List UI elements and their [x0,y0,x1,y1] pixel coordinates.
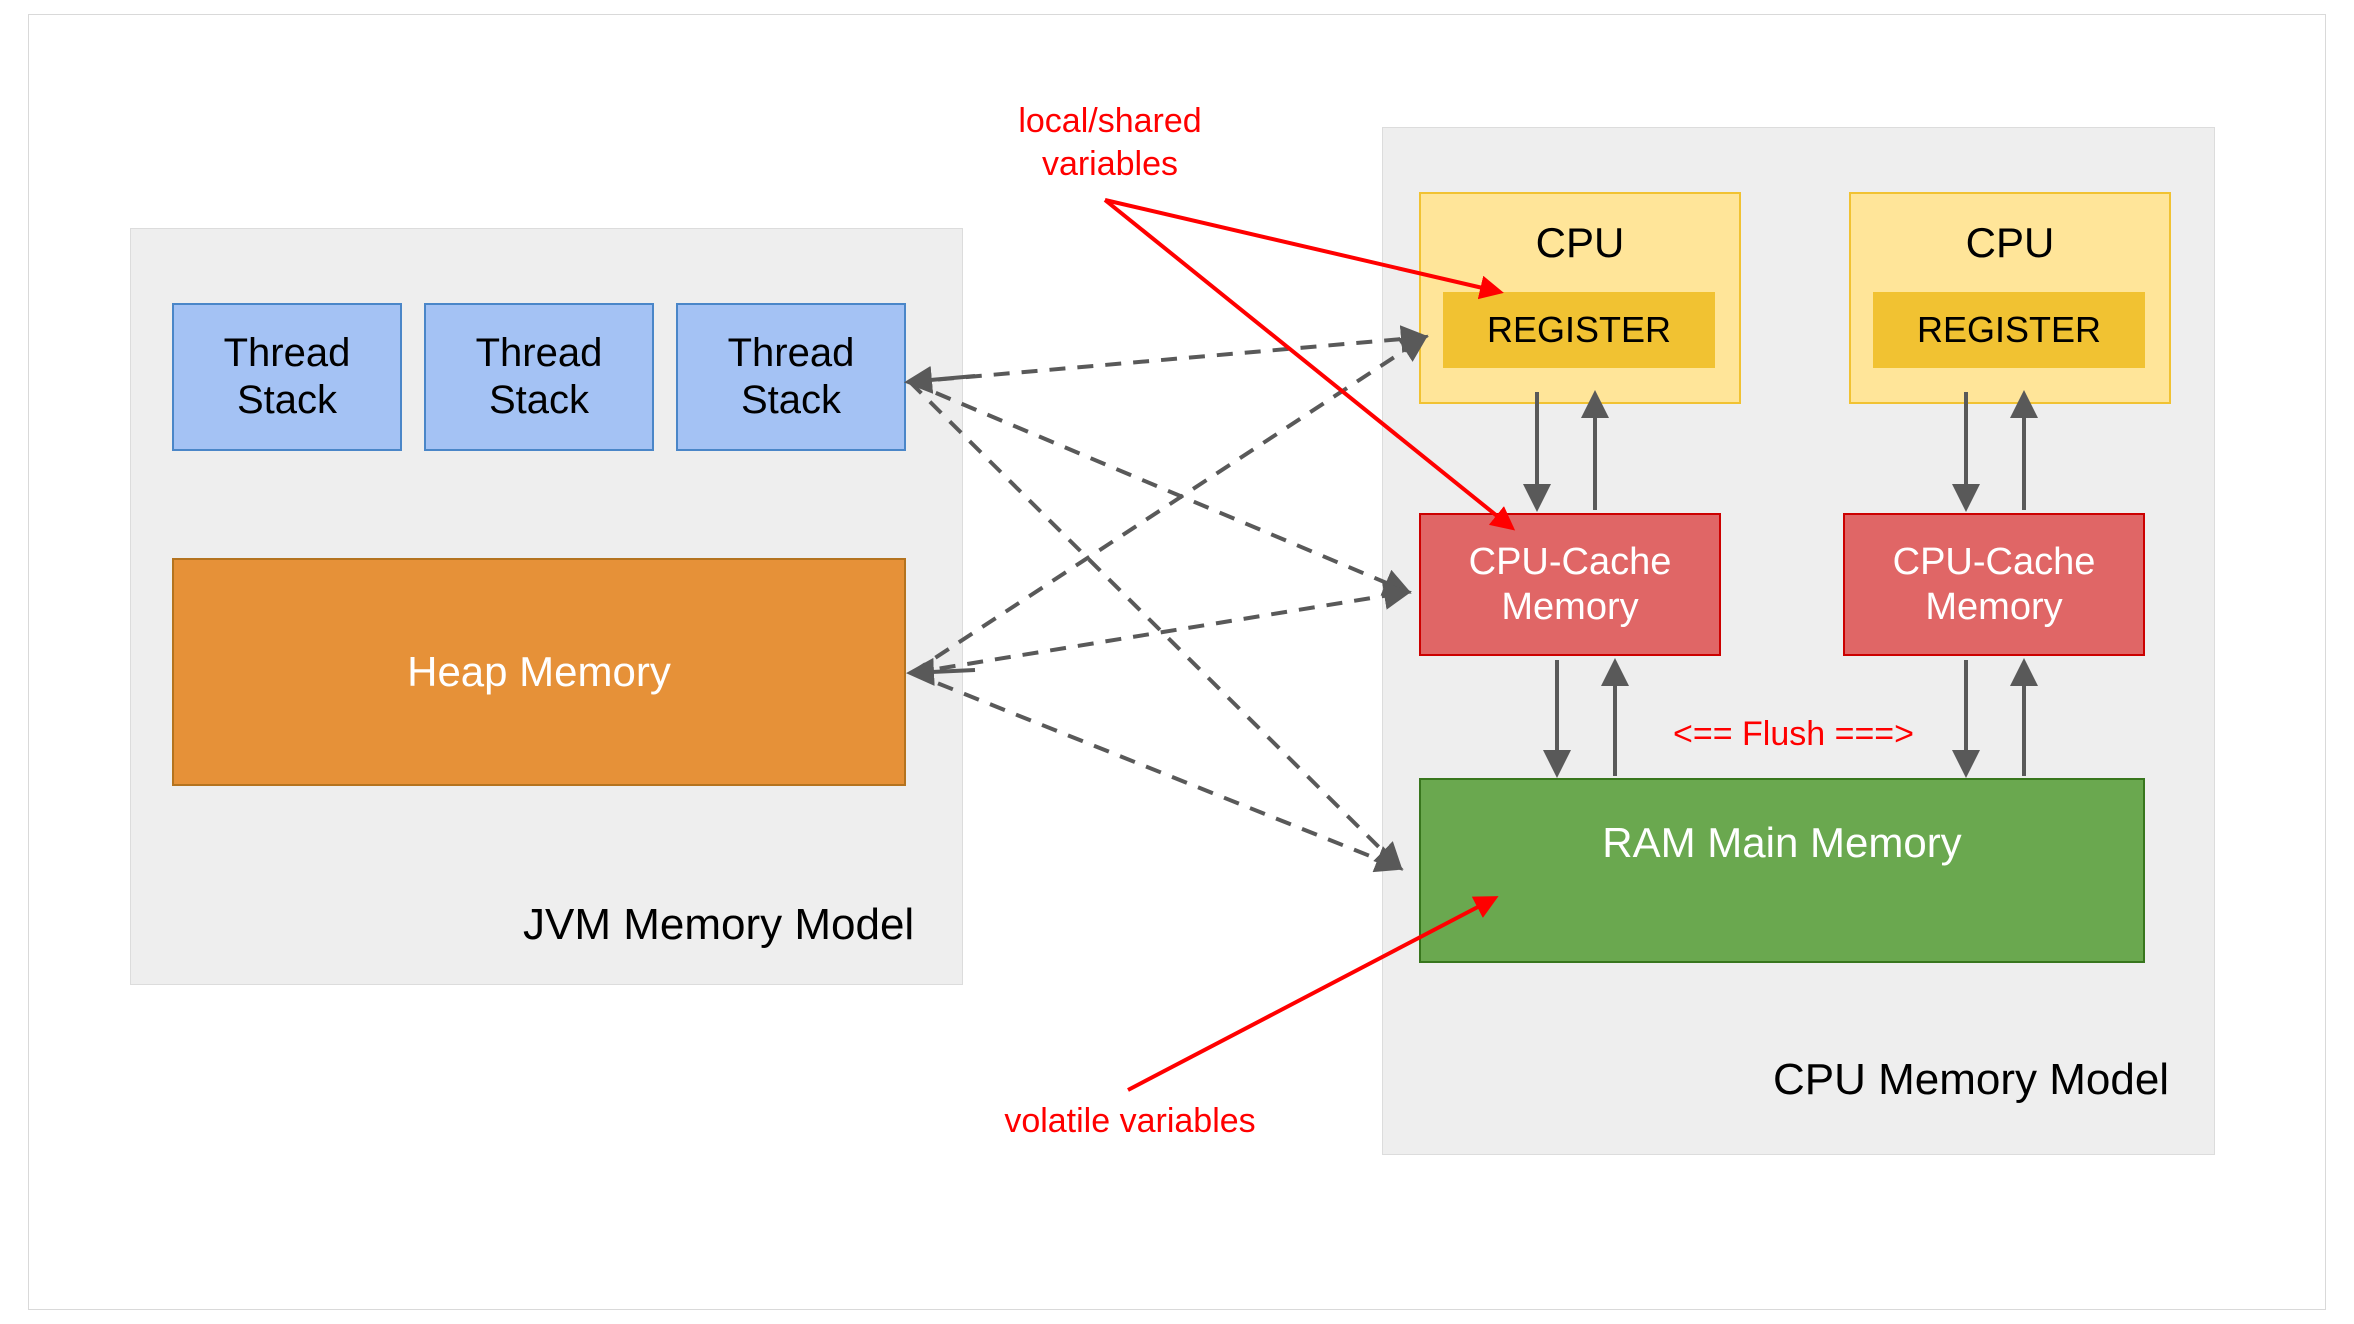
thread-stack-box-1[interactable]: Thread Stack [172,303,402,451]
register-label: REGISTER [1916,308,2102,350]
ram-main-memory-box[interactable]: RAM Main Memory [1419,778,2145,963]
ram-main-memory-label: RAM Main Memory [1602,818,1962,866]
cpu-cache-label: CPU-Cache Memory [1892,540,2096,628]
thread-stack-label: Thread Stack [223,330,351,422]
cpu-memory-model-title: CPU Memory Model [1773,1055,2170,1104]
register-box-1[interactable]: REGISTER [1443,292,1715,368]
thread-stack-label: Thread Stack [475,330,603,422]
register-box-2[interactable]: REGISTER [1873,292,2145,368]
cpu-cache-box-2[interactable]: CPU-Cache Memory [1843,513,2145,656]
heap-memory-box[interactable]: Heap Memory [172,558,906,786]
volatile-variables-annotation: volatile variables [1004,1102,1256,1140]
flush-label: <== Flush ===> [1673,715,1915,753]
cpu-label: CPU [1965,219,2055,266]
thread-stack-label: Thread Stack [727,330,855,422]
local-shared-variables-annotation: local/shared variables [1018,102,1202,183]
cpu-label: CPU [1535,219,1625,266]
thread-stack-box-3[interactable]: Thread Stack [676,303,906,451]
register-label: REGISTER [1486,308,1672,350]
thread-stack-box-2[interactable]: Thread Stack [424,303,654,451]
heap-memory-label: Heap Memory [407,648,671,696]
cpu-cache-label: CPU-Cache Memory [1468,540,1672,628]
jvm-memory-model-title: JVM Memory Model [523,900,915,949]
cpu-cache-box-1[interactable]: CPU-Cache Memory [1419,513,1721,656]
